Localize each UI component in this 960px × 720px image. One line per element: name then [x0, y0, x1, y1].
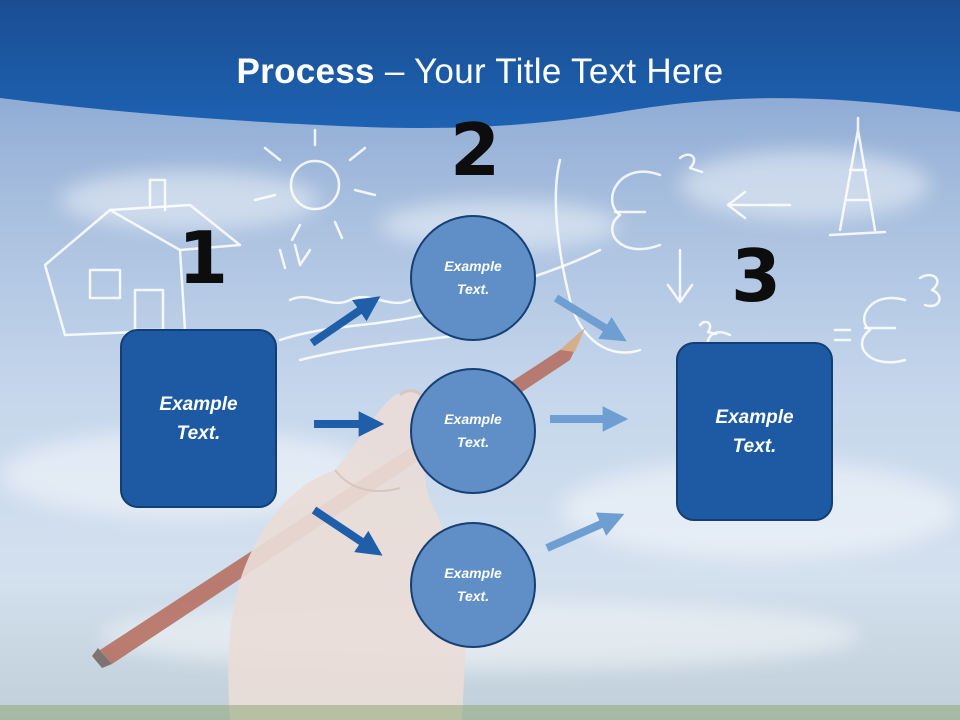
header-band: [0, 0, 960, 128]
step-2-circle-bottom[interactable]: Example Text.: [410, 522, 536, 648]
arrow-top-to-3: [553, 294, 627, 342]
slide-title: Process – Your Title Text Here: [0, 52, 960, 92]
circle-top-text: Example Text.: [444, 258, 502, 297]
circle-middle-text: Example Text.: [444, 411, 502, 450]
arrow-bottom-to-3: [545, 512, 625, 552]
cloud: [60, 170, 320, 230]
step-3-box[interactable]: Example Text.: [676, 342, 833, 521]
step-3-box-text: Example Text.: [715, 406, 794, 457]
cloud: [680, 150, 930, 220]
step-number-2: 2: [450, 108, 501, 192]
step-number-1: 1: [178, 216, 229, 300]
step-number-3: 3: [731, 234, 782, 318]
step-2-circle-top[interactable]: Example Text.: [410, 215, 536, 341]
title-rest: – Your Title Text Here: [374, 52, 724, 91]
arrow-1-to-top: [309, 296, 381, 347]
arrow-1-to-bottom: [311, 506, 383, 556]
step-1-box[interactable]: Example Text.: [120, 329, 277, 508]
step-1-box-text: Example Text.: [159, 393, 238, 444]
title-bold: Process: [236, 52, 375, 91]
circle-bottom-text: Example Text.: [444, 565, 502, 604]
step-2-circle-middle[interactable]: Example Text.: [410, 368, 536, 494]
